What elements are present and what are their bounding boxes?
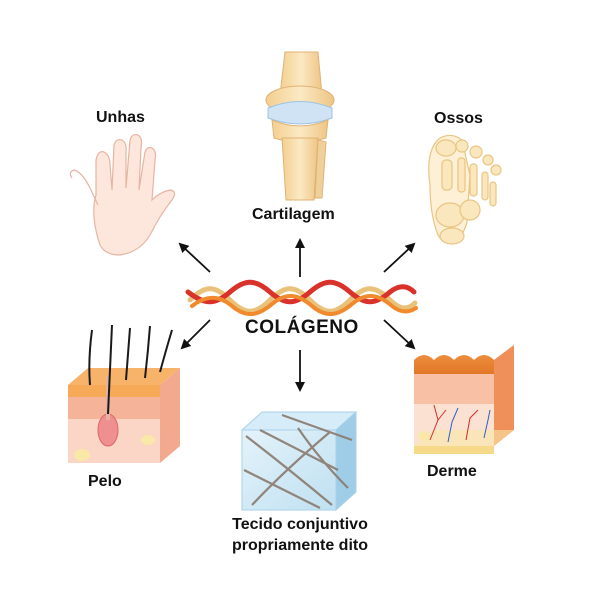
- unhas-label: Unhas: [96, 109, 145, 126]
- hair-skin-illustration: [68, 324, 180, 463]
- tecido-label-line1: Tecido conjuntivo: [232, 516, 368, 533]
- hand-illustration: [69, 133, 176, 256]
- arrows: [178, 238, 416, 392]
- collagen-label: COLÁGENO: [245, 317, 359, 338]
- tecido-label-line2: propriamente dito: [231, 537, 368, 554]
- arrow-to-derme: [383, 319, 416, 350]
- arrow-to-pelo: [180, 319, 211, 350]
- knee-cartilage-illustration: [265, 51, 335, 201]
- dermis-illustration: [414, 345, 514, 454]
- cartilagem-label: Cartilagem: [252, 206, 335, 223]
- ossos-label: Ossos: [434, 110, 483, 127]
- connective-tissue-cube: [240, 410, 358, 512]
- arrow-to-ossos: [383, 242, 416, 273]
- arrow-to-unhas: [178, 242, 211, 273]
- tecido-label: Tecido conjuntivo propriamente dito: [214, 514, 386, 556]
- pelo-label: Pelo: [88, 473, 122, 490]
- foot-bones-illustration: [428, 134, 502, 245]
- collagen-fiber-illustration: [185, 279, 418, 316]
- derme-label: Derme: [427, 463, 477, 480]
